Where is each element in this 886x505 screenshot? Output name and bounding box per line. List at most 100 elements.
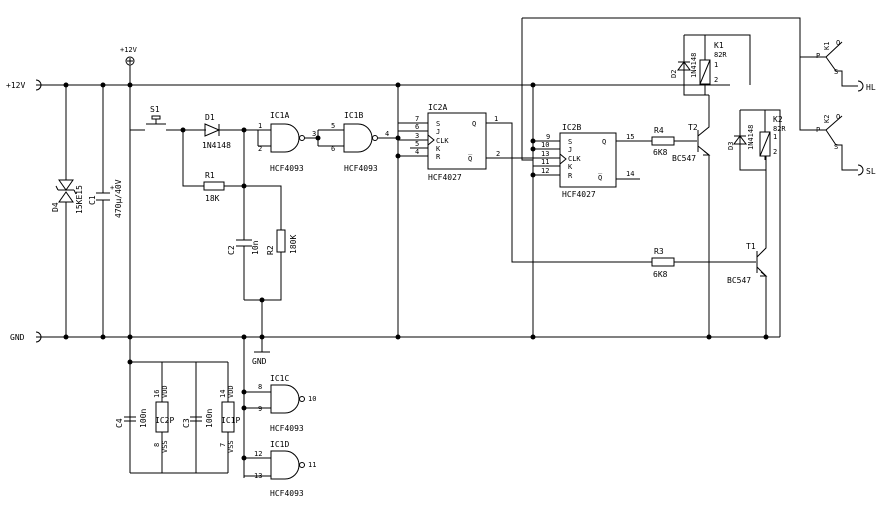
ic2p-vss: VSS [161,440,169,453]
r3-resistor: R3 6K8 [651,247,756,279]
k1-value: 82R [714,51,727,59]
ic2a-port-q: Q [472,120,476,128]
t2-ref: T2 [688,123,698,132]
ic2a-pin-k: 5 [415,140,419,148]
ic2p-power: IC2P 16 VDD 8 VSS [153,385,174,453]
r4-ref: R4 [654,126,664,135]
ic2b-ref: IC2B [562,123,581,132]
ic1a-ref: IC1A [270,111,289,120]
sl-output-label: SL [866,167,876,176]
ic2a-port-k: K [436,145,441,153]
s1-ref: S1 [150,105,160,114]
k1-pin1: 1 [714,61,718,69]
ic1a-pin-out: 3 [312,130,316,138]
ic2b-port-j: J [568,146,572,154]
c1-ref: C1 [88,195,97,205]
d1-diode: D1 1N4148 [202,113,258,150]
ic1b-pin-out: 4 [385,130,389,138]
r1-value: 18K [205,194,220,203]
ic1d-part: HCF4093 [270,489,304,498]
r3-value: 6K8 [653,270,668,279]
d1-value: 1N4148 [202,141,231,150]
top-bus [521,17,826,161]
ic1c-pin-in1: 8 [258,383,262,391]
ic2a-ref: IC2A [428,103,447,112]
ic1d-pin-out: 11 [308,461,316,469]
ic1a-pin-in2: 2 [258,145,262,153]
ic1c-part: HCF4093 [270,424,304,433]
d4-ref: D4 [51,202,60,212]
k1-relay: D2 1N4148 K1 82R 1 2 [670,34,751,96]
ic1b-ref: IC1B [344,111,363,120]
c4-ref: C4 [115,418,124,428]
ic1a-part: HCF4093 [270,164,304,173]
d4-tvs-diode: D4 15KE15 [51,85,84,337]
ic2b-port-qbar: Q̅ [598,173,603,182]
k2-pin2: 2 [773,148,777,156]
k1-ref: K1 [714,41,724,50]
ic1p-pin-vss: 7 [219,443,227,447]
s1-pushbutton: S1 [130,105,206,131]
k2-contact-p: P [816,126,820,134]
ic2a-part: HCF4027 [428,173,462,182]
ic2a-port-qbar: Q̅ [468,154,473,163]
supply-node-label: +12V [120,46,138,54]
r2-resistor: R2 180K [244,185,298,352]
ic2b-part: HCF4027 [562,190,596,199]
ic1p-pin-vdd: 14 [219,390,227,398]
r1-ref: R1 [205,171,215,180]
k2-contact-s: S [834,143,838,151]
t1-part: BC547 [727,276,751,285]
ic1d-nand-gate: IC1D HCF4093 12 13 11 [241,440,316,498]
ic1b-pin-in2: 6 [331,145,335,153]
vcc-label: +12V [6,81,25,90]
ic2p-ref: IC2P [155,416,174,425]
c4-capacitor: C4 100n [115,409,148,428]
ic2a-pin-j: 6 [415,123,419,131]
k2-value: 82R [773,125,786,133]
ic2b-pin-clk: 13 [541,150,549,158]
k2-pin1: 1 [773,133,777,141]
ic2a-pin-s: 7 [415,115,419,123]
r4-value: 6K8 [653,148,668,157]
d3-ref: D3 [727,142,735,150]
k2-ref: K2 [773,115,783,124]
d1-ref: D1 [205,113,215,122]
ic2a-flipflop: IC2A HCF4027 S J CLK K R Q Q̅ 7 6 3 5 4 … [395,85,652,337]
ic2p-pin-vss: 8 [153,443,161,447]
ic1b-pin-in1: 5 [331,122,335,130]
rail-junctions [63,82,769,340]
c2-ref: C2 [227,245,236,255]
ic1d-ref: IC1D [270,440,289,449]
ic2b-port-clk: CLK [568,155,581,163]
k2-contact-ref: K2 [823,115,831,123]
r4-resistor: R4 6K8 [651,126,697,157]
hl-output-label: HL [866,83,876,92]
ic1c-nand-gate: IC1C HCF4093 8 9 10 [241,334,316,478]
gnd-node: GND [252,351,270,366]
ic2b-port-r: R [568,172,573,180]
ic2b-pin-r: 12 [541,167,549,175]
ic2b-pin-k: 11 [541,158,549,166]
ic2a-port-r: R [436,153,441,161]
gnd-node-label: GND [252,357,267,366]
ic2a-pin-qbar: 2 [496,150,500,158]
k2-contact-o: O [836,113,840,121]
ic1p-ref: IC1P [221,416,240,425]
k2-contacts: K2 P O S SL [799,57,876,176]
ic1c-pin-out: 10 [308,395,316,403]
c3-ref: C3 [182,418,191,428]
ic2b-pin-q: 15 [626,133,634,141]
d3-value: 1N4148 [747,125,755,150]
d4-value: 15KE15 [75,185,84,214]
ic1c-pin-in2: 9 [258,405,262,413]
c2-value: 10n [251,240,260,255]
ic2b-flipflop: IC2B HCF4027 S J CLK K R Q Q̅ 9 10 13 11… [530,85,652,337]
ic2b-port-q: Q [602,138,606,146]
ic1a-pin-in1: 1 [258,122,262,130]
ic2a-port-j: J [436,128,440,136]
r2-ref: R2 [266,245,275,255]
ic1d-pin-in2: 13 [254,472,262,480]
supply-rail: +12V [6,79,730,91]
t1-ref: T1 [746,242,756,251]
